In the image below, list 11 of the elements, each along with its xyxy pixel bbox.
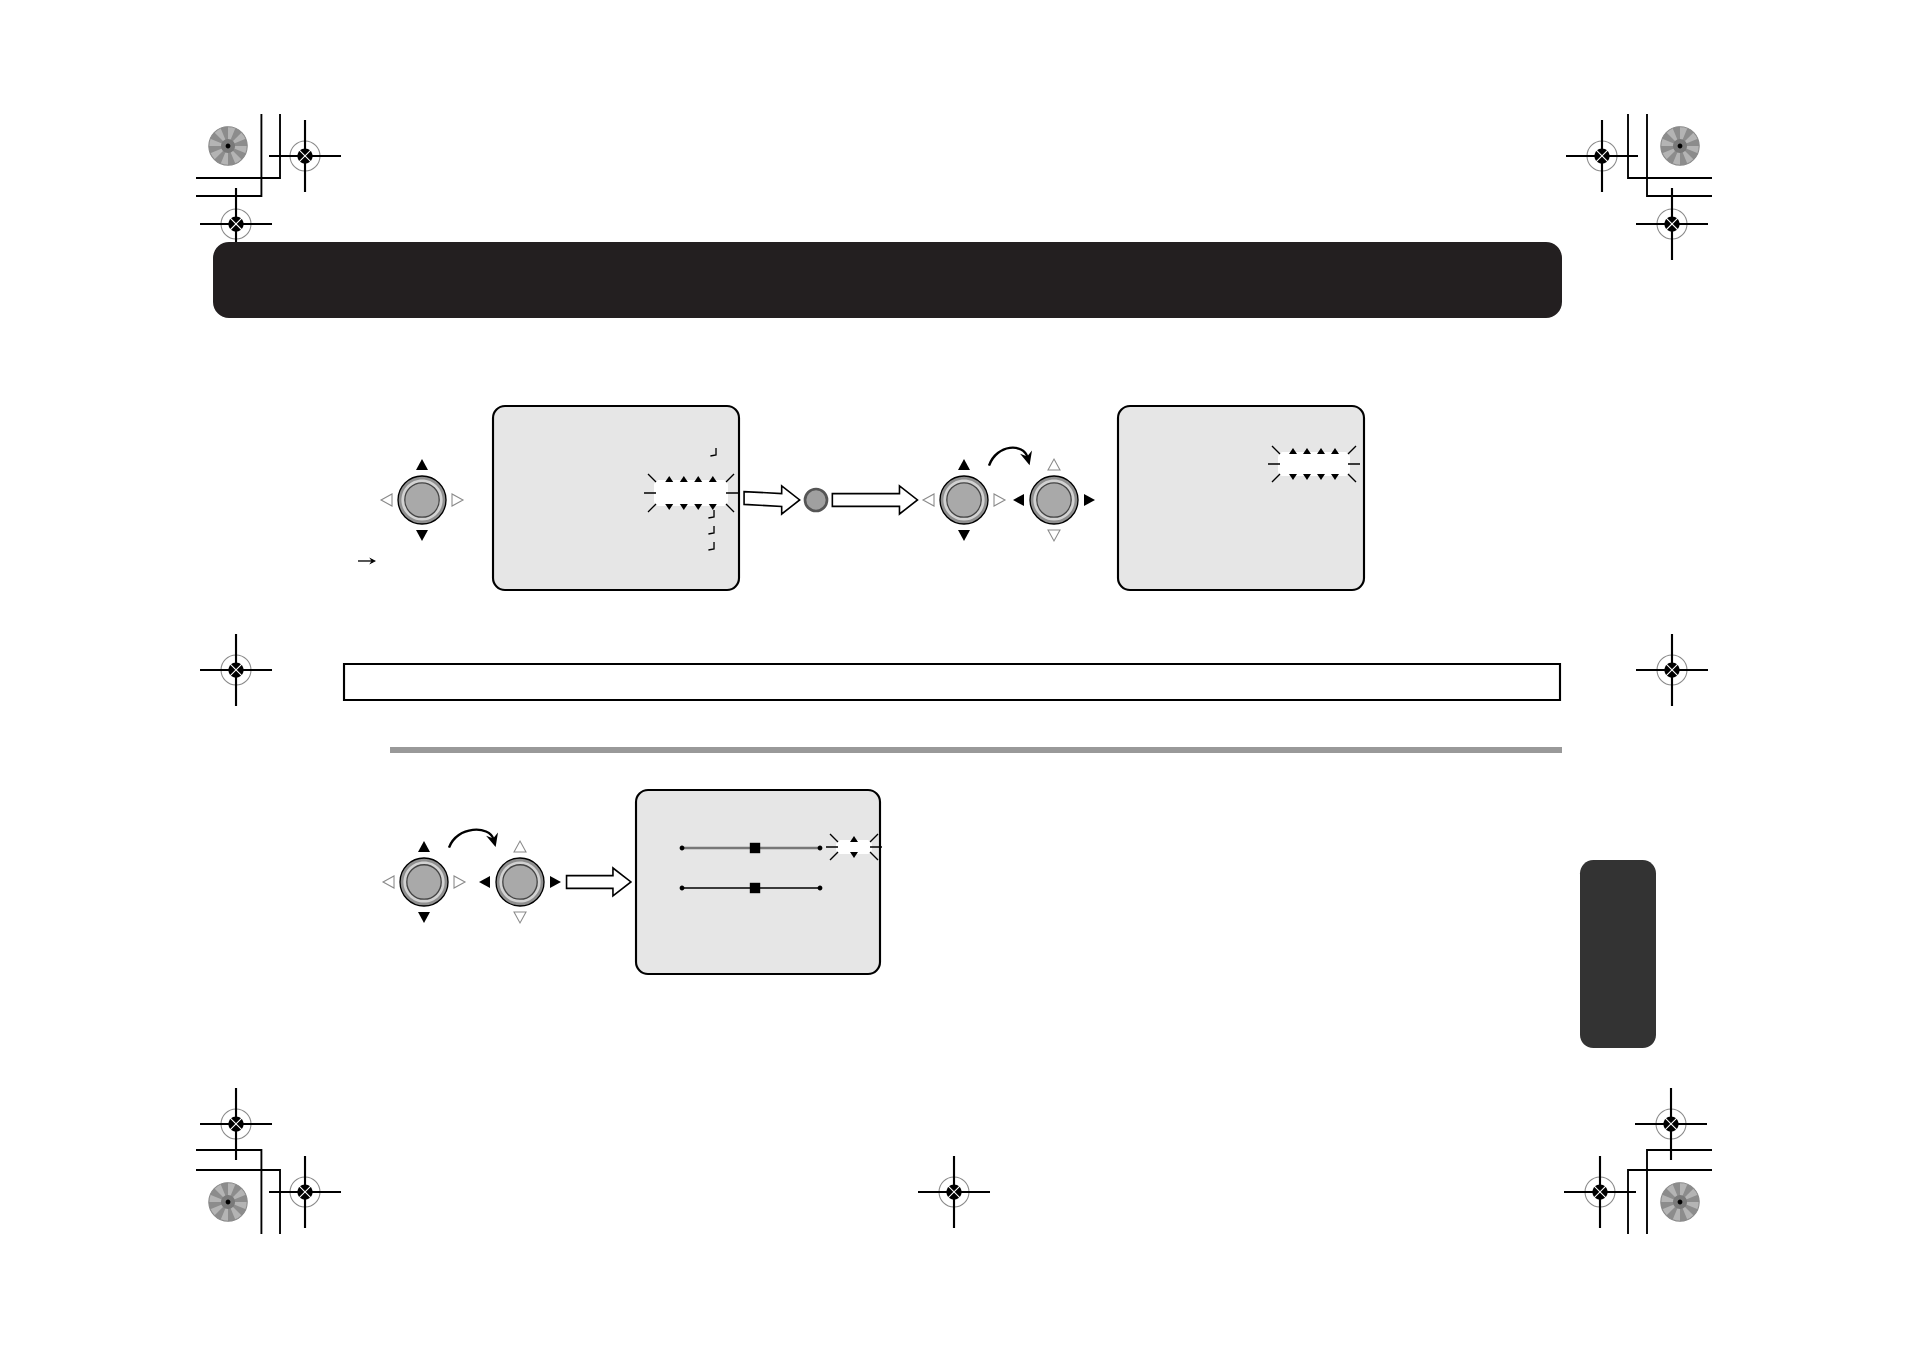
block-arrow bbox=[743, 484, 801, 516]
block-arrow bbox=[831, 484, 919, 516]
round-button bbox=[803, 487, 829, 513]
block-arrow bbox=[565, 866, 633, 898]
curved-arrow bbox=[987, 446, 1032, 467]
curved-arrow bbox=[447, 828, 498, 849]
side-tab bbox=[1580, 860, 1656, 1048]
screen-display bbox=[1116, 404, 1366, 592]
outline-box bbox=[342, 662, 1562, 702]
screen-display bbox=[491, 404, 741, 592]
screen-display bbox=[634, 788, 882, 976]
